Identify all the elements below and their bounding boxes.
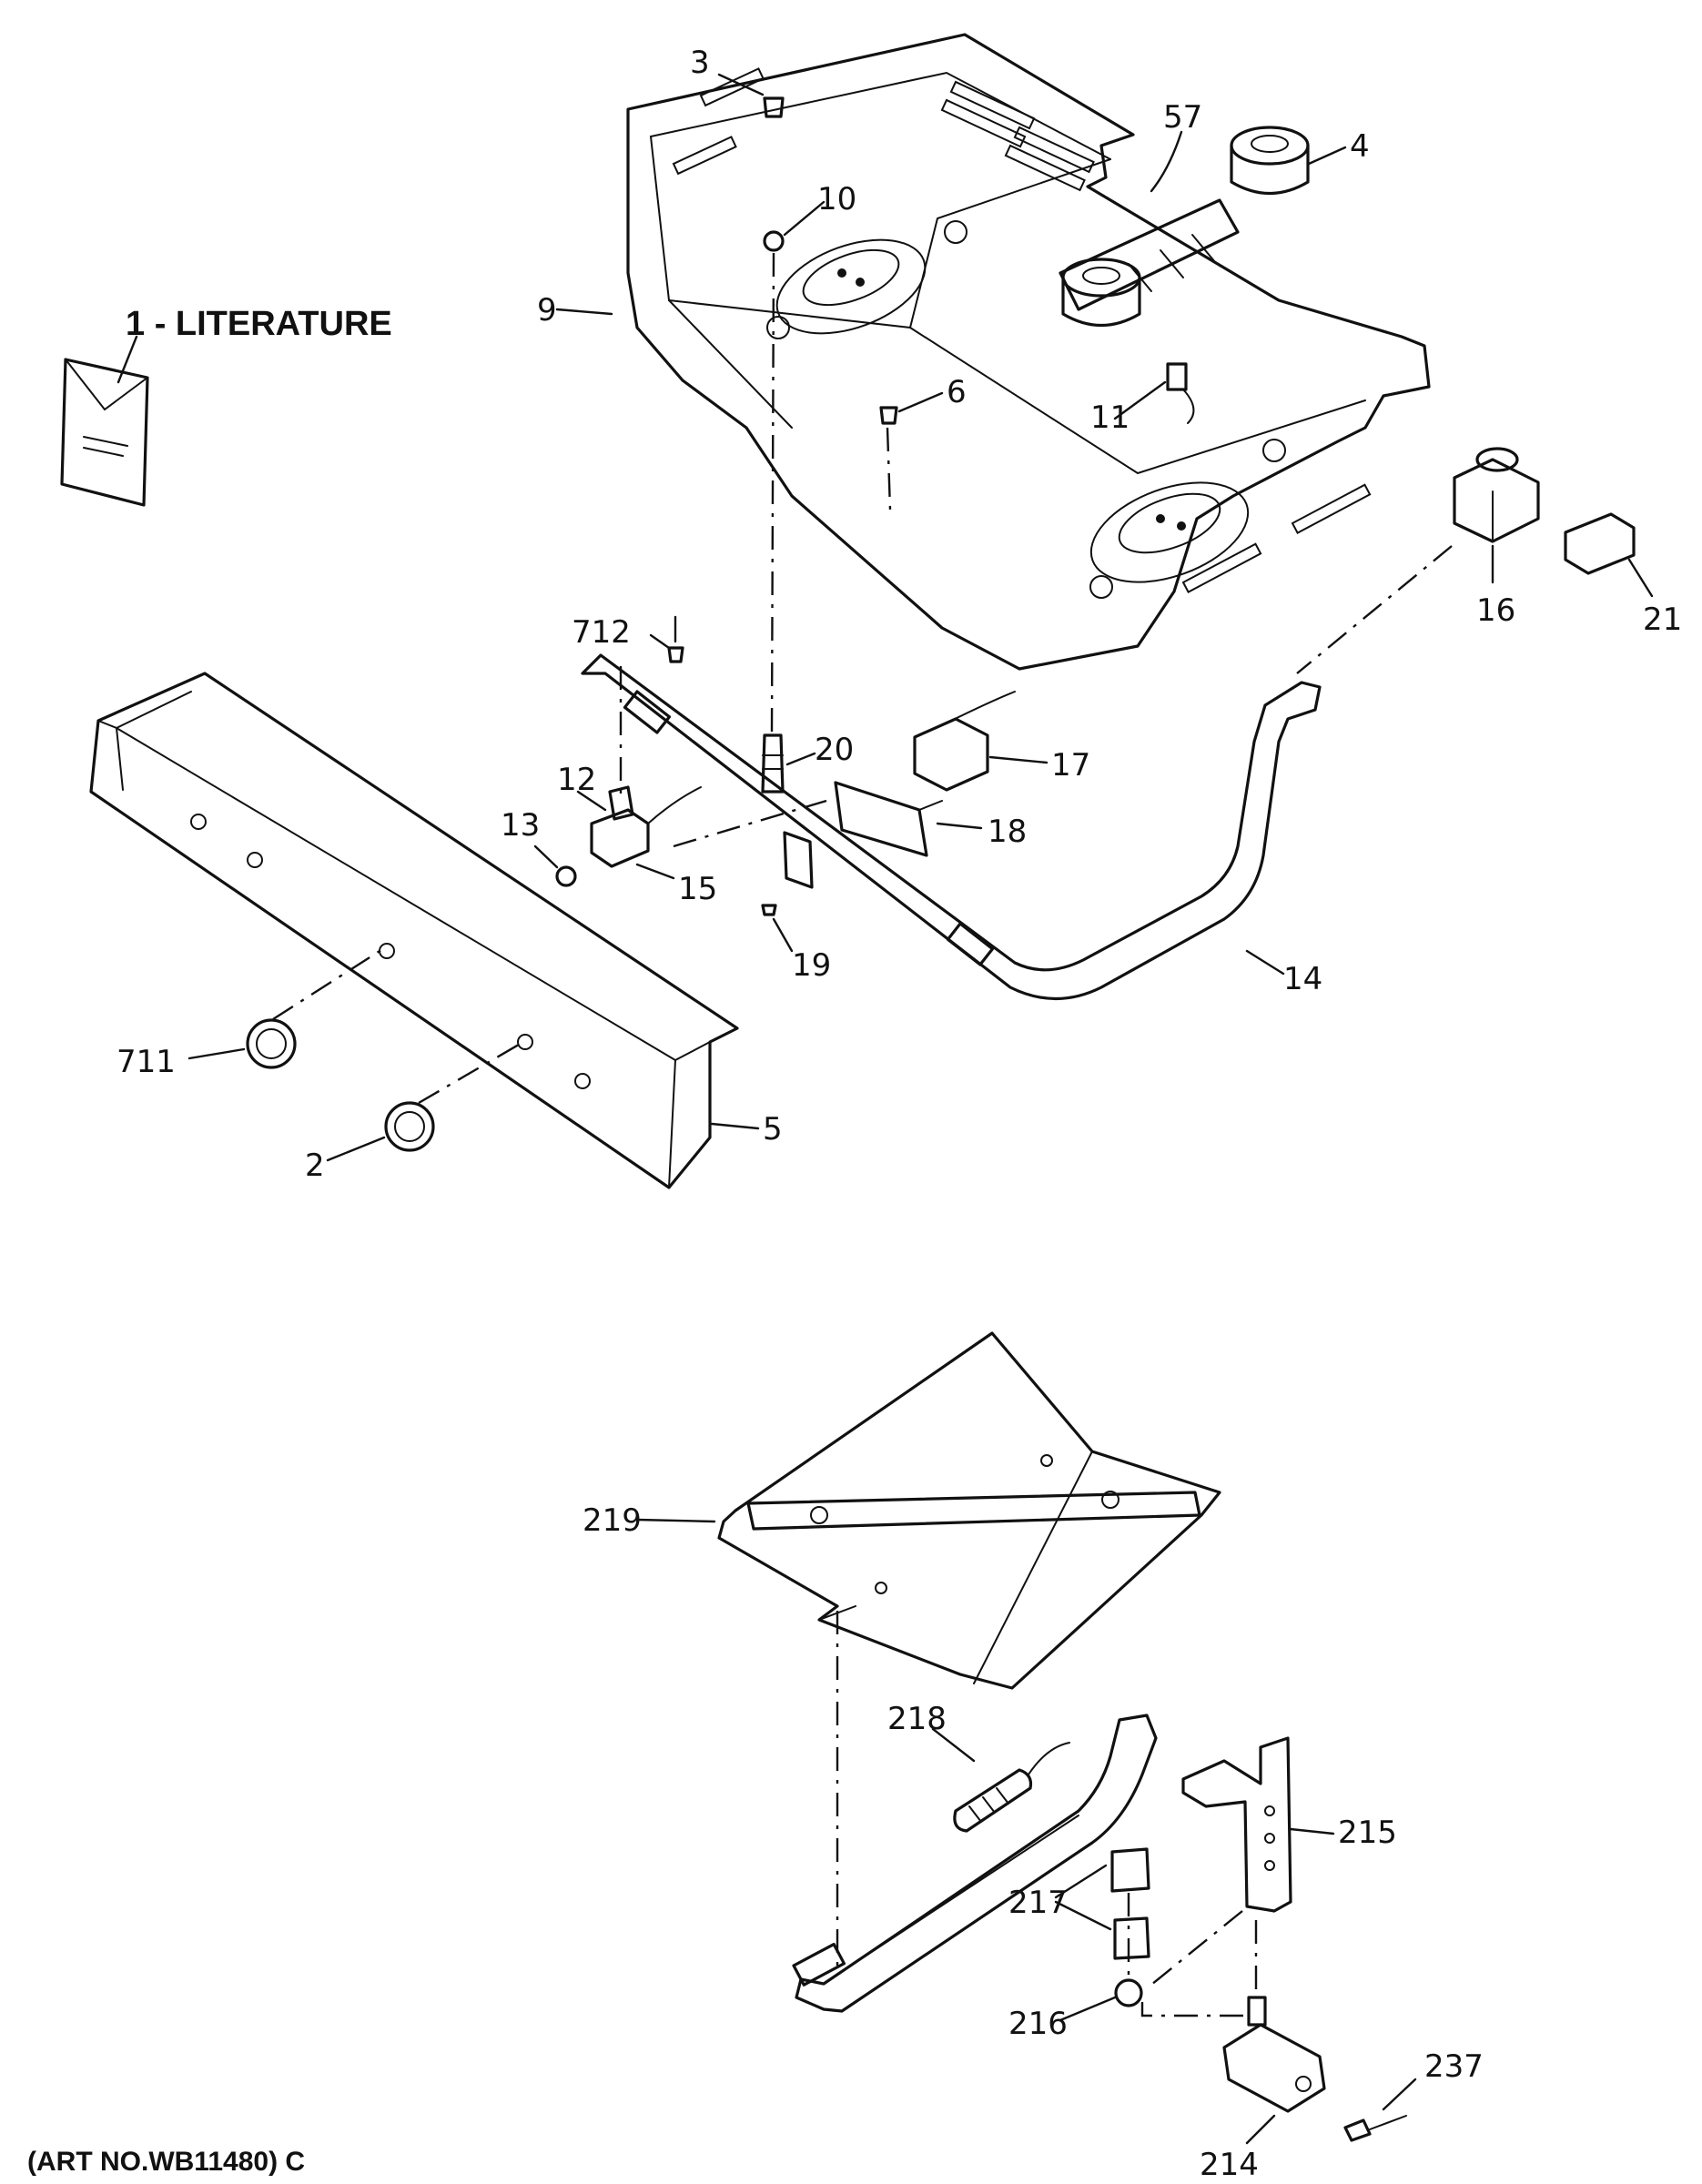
callout-13: 13	[501, 807, 540, 844]
igniter-218	[931, 1727, 1070, 1833]
callout-216: 216	[1008, 2006, 1068, 2042]
callout-6: 6	[947, 374, 967, 410]
literature-label: 1 - LITERATURE	[126, 305, 392, 343]
manifold-pipe-14	[581, 653, 1322, 1000]
assembly-center-lines-top	[272, 252, 1453, 1105]
callout-16: 16	[1476, 592, 1515, 629]
control-panel-5	[89, 672, 760, 1189]
callout-14: 14	[1283, 961, 1322, 997]
callout-3: 3	[690, 45, 710, 81]
burner-head-left	[1061, 258, 1141, 328]
bracket-215	[1181, 1736, 1335, 1913]
callout-215: 215	[1338, 1815, 1397, 1851]
pressure-regulator-16	[1453, 447, 1540, 584]
literature-envelope	[60, 335, 149, 507]
oven-burner	[792, 1714, 1158, 2013]
callout-17: 17	[1051, 747, 1090, 784]
screw-712	[649, 615, 684, 663]
callout-57: 57	[1163, 99, 1202, 136]
switch-21	[1564, 512, 1654, 598]
grommet-10	[763, 200, 826, 252]
vent-slots	[672, 67, 1372, 593]
callout-4: 4	[1350, 128, 1370, 165]
callout-217: 217	[1008, 1885, 1068, 1921]
burner-head-right	[1230, 126, 1310, 196]
nut-13	[533, 844, 577, 887]
burner-well-right	[1089, 481, 1250, 583]
orifice-217	[1054, 1847, 1150, 1960]
screw-3	[717, 73, 785, 118]
callout-19: 19	[792, 947, 831, 984]
burner-box	[555, 33, 1431, 671]
callout-20: 20	[815, 732, 854, 768]
ignition-switch-17	[913, 691, 1049, 792]
knob-711	[187, 1018, 297, 1069]
callout-712: 712	[572, 614, 631, 651]
callout-labels: 3 57 4 10 9 6 11 16 21 712 20 17 12 13 1…	[117, 45, 1682, 2183]
callout-18: 18	[988, 814, 1027, 850]
callout-2: 2	[305, 1148, 325, 1184]
callout-11: 11	[1090, 399, 1130, 436]
top-burner-assembly	[1059, 126, 1347, 328]
art-number: (ART NO.WB11480) C	[27, 2147, 305, 2177]
callout-711: 711	[117, 1044, 176, 1080]
burner-well-left	[775, 238, 927, 335]
callout-21: 21	[1643, 602, 1682, 638]
bracket-18	[834, 781, 983, 857]
burner-baffle-219	[635, 1331, 1221, 1690]
nut-216	[1059, 1978, 1143, 2022]
screw-6	[879, 391, 944, 425]
knob-2	[326, 1101, 435, 1162]
assembly-center-lines-bottom	[836, 1611, 1258, 2017]
callout-15: 15	[678, 871, 717, 907]
spark-electrode-11	[1113, 362, 1195, 424]
callout-214: 214	[1200, 2147, 1259, 2183]
callout-218: 218	[887, 1701, 947, 1737]
safety-valve-214	[1222, 1996, 1326, 2145]
callout-219: 219	[583, 1502, 642, 1539]
callout-237: 237	[1424, 2048, 1484, 2085]
valve-15	[576, 785, 702, 880]
callout-5: 5	[763, 1111, 783, 1148]
callout-12: 12	[557, 762, 596, 798]
bracket-19	[761, 831, 814, 953]
callout-9: 9	[537, 292, 557, 329]
electrode-237	[1343, 2078, 1417, 2142]
callout-10: 10	[817, 181, 856, 217]
orifice-holder-20	[761, 733, 816, 794]
